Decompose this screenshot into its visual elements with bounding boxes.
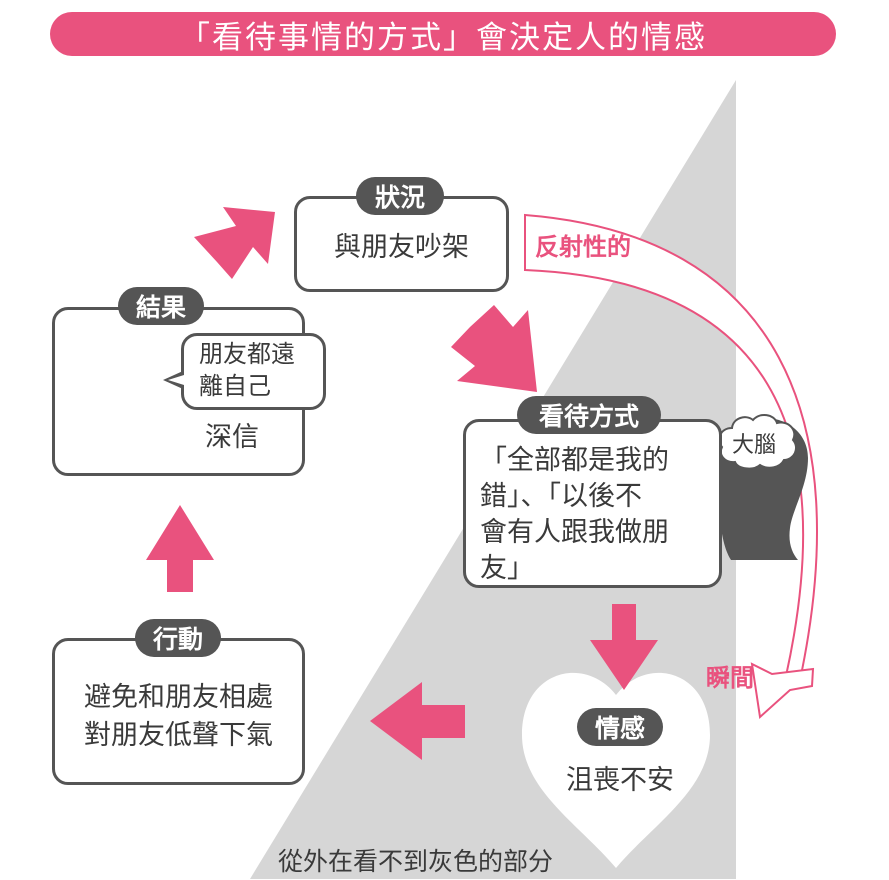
action-line-2: 對朋友低聲下氣 [84,720,273,751]
action-label: 行動 [135,619,221,657]
emotion-heart [522,672,710,868]
bubble-tail-fill [168,375,184,385]
viewpoint-line-2: 錯」、「以後不 [480,481,642,512]
situation-text: 與朋友吵架 [334,232,469,263]
bubble-line-1: 朋友都遠 [199,340,295,368]
bubble-line-2: 離自己 [199,372,271,400]
arrow-action-to-result [146,505,214,592]
arrow-emotion-to-action [370,682,465,760]
emotion-label: 情感 [577,708,663,746]
arrow-result-to-situation [194,207,275,279]
reflex-annotation: 反射性的 [535,233,631,261]
viewpoint-line-4: 友」 [480,553,534,584]
action-box [52,638,305,785]
arrow-viewpoint-to-emotion [590,604,658,690]
viewpoint-box [463,419,722,588]
viewpoint-label: 看待方式 [517,396,661,434]
arrow-situation-to-viewpoint [451,305,537,392]
instant-annotation: 瞬間 [706,664,754,692]
viewpoint-line-3: 會有人跟我做朋 [480,517,669,548]
situation-label: 狀況 [356,177,444,215]
emotion-text: 沮喪不安 [566,765,674,796]
brain-icon [718,414,797,470]
hidden-area-caption: 從外在看不到灰色的部分 [278,847,554,876]
speech-bubble [181,333,326,410]
page-title: 「看待事情的方式」會決定人的情感 [50,12,836,56]
viewpoint-line-1: 「全部都是我的 [480,445,669,476]
brain-label: 大腦 [732,433,777,458]
result-label: 結果 [118,287,204,325]
result-text: 深信 [205,422,259,453]
action-line-1: 避免和朋友相處 [84,682,273,713]
reflex-arrowhead [750,662,815,719]
